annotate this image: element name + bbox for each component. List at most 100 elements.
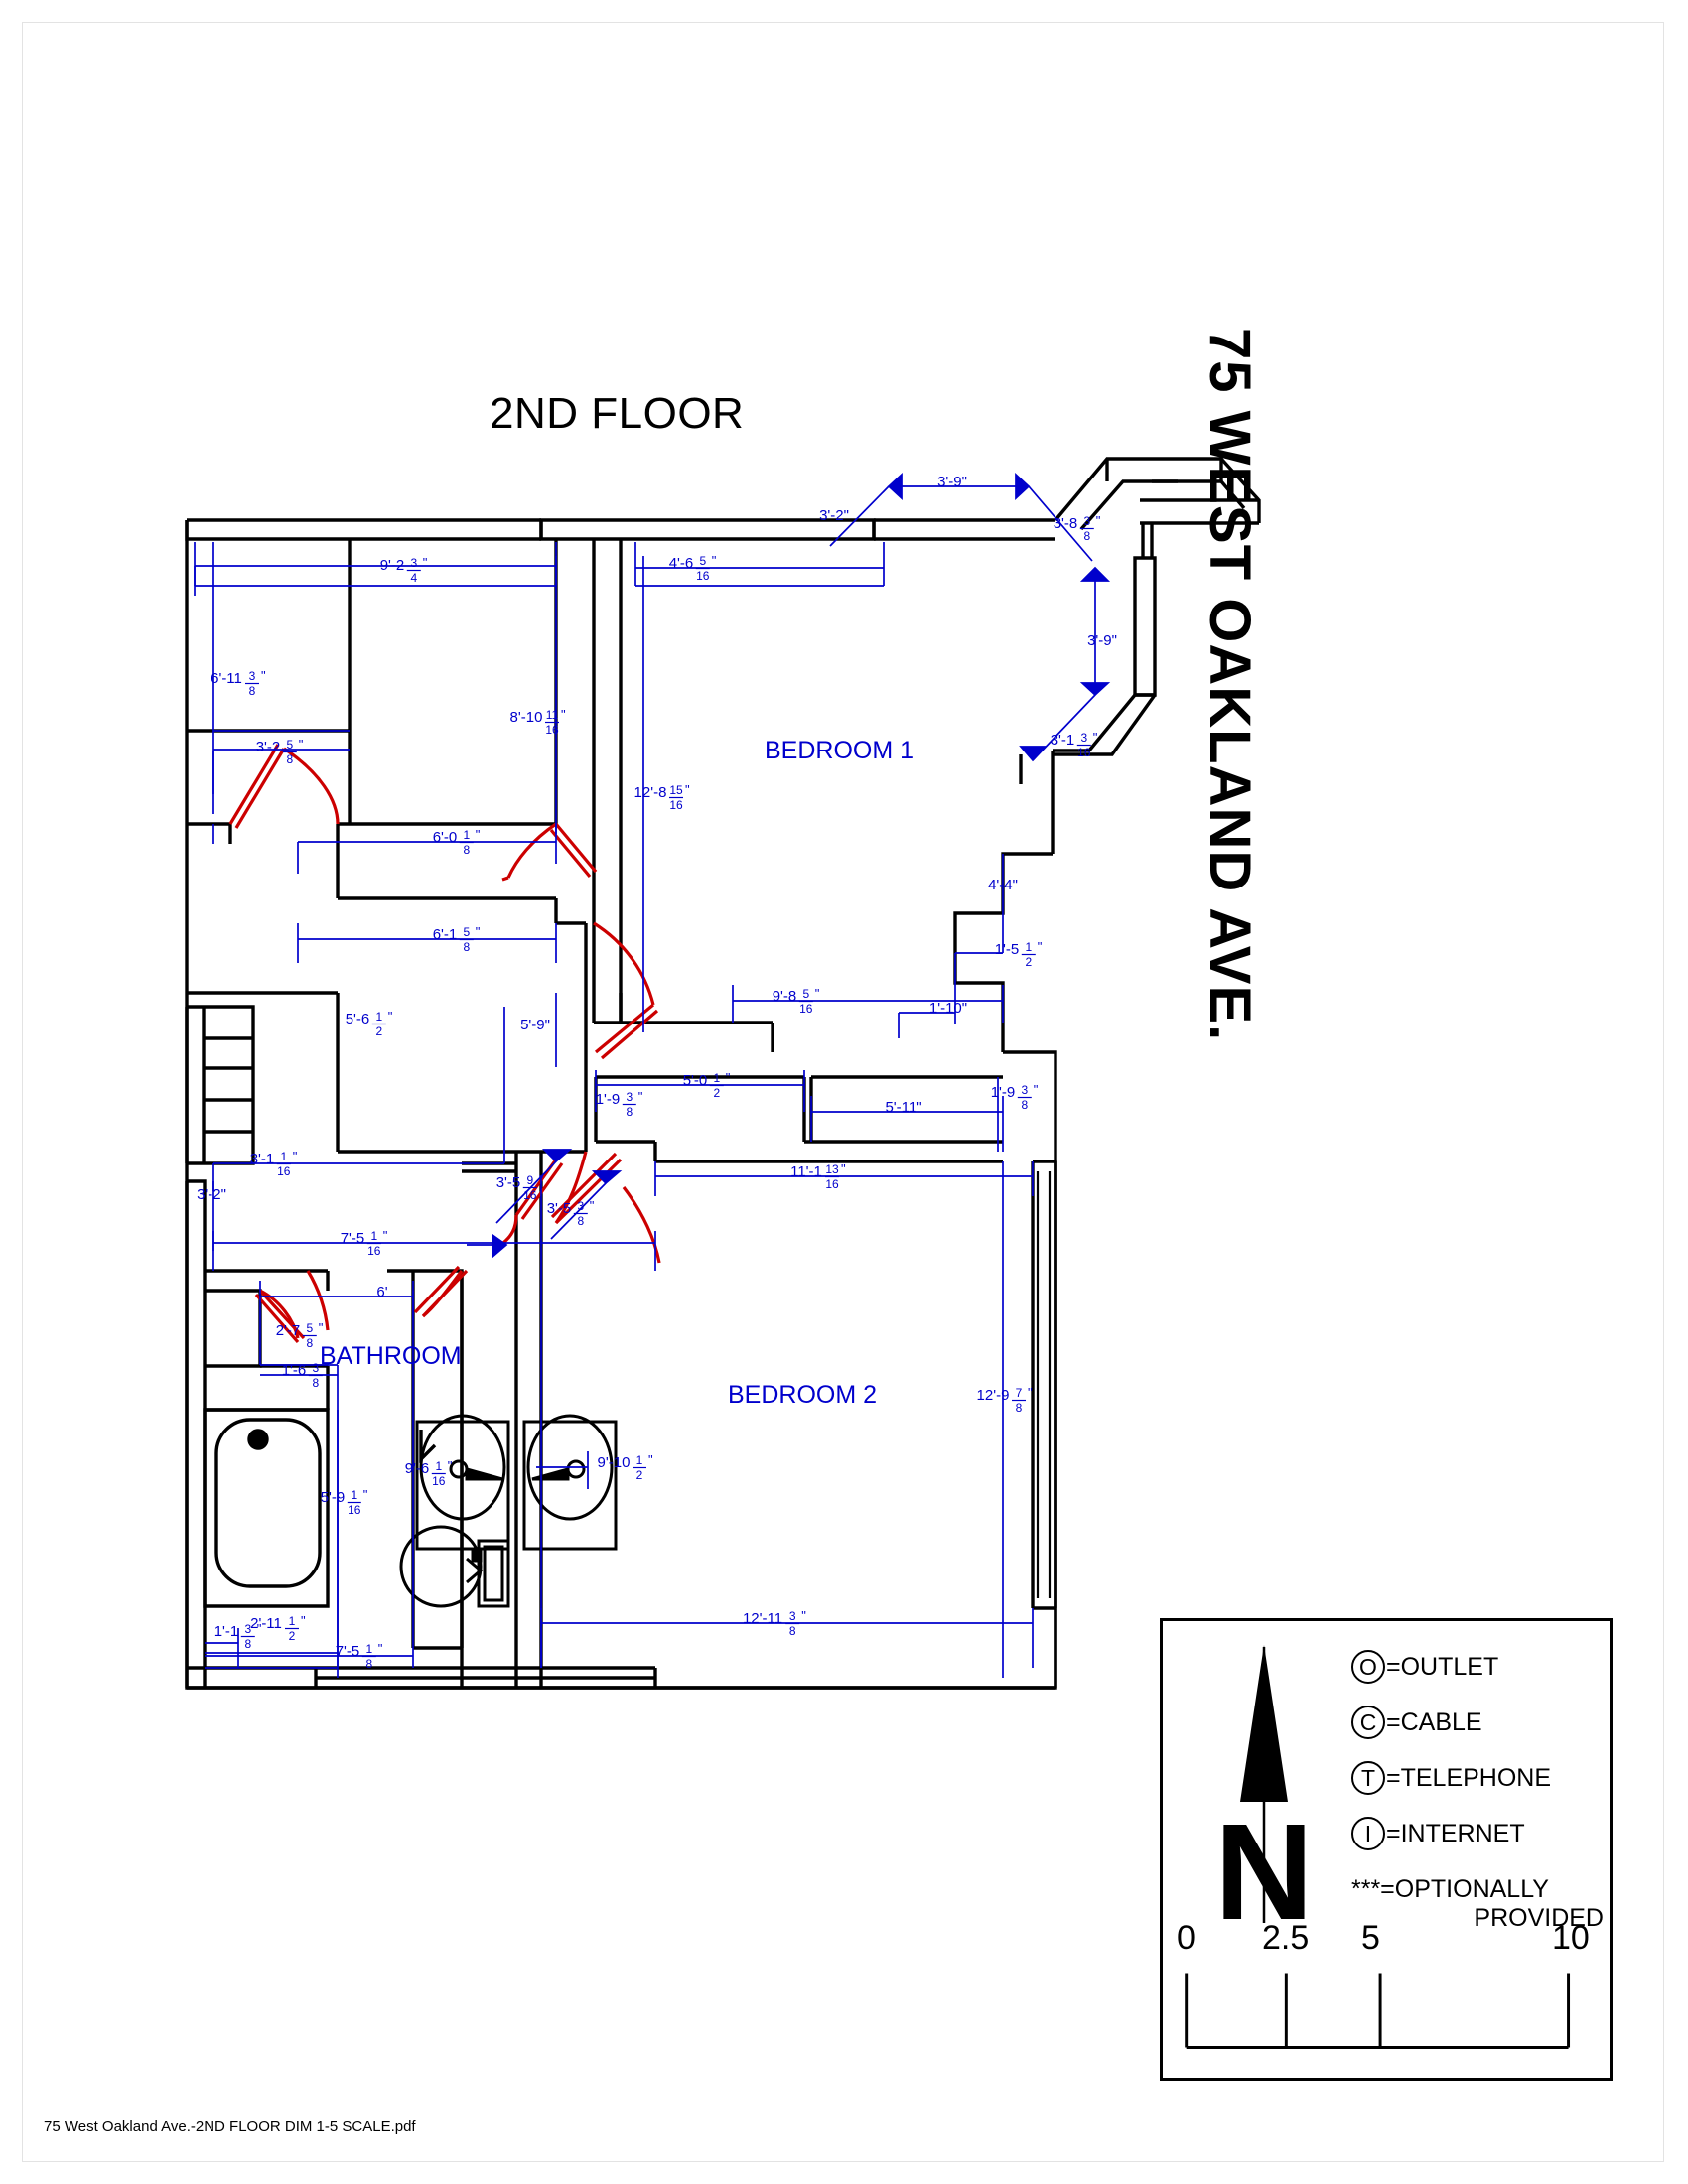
svg-text:1: 1 (463, 828, 470, 842)
svg-text:8: 8 (286, 752, 293, 766)
svg-text:": " (648, 1452, 653, 1467)
svg-text:8: 8 (365, 1657, 372, 1671)
svg-text:3: 3 (410, 556, 417, 570)
svg-text:1'-9: 1'-9 (596, 1091, 621, 1108)
dimension-label: 3'-8 38 " (1054, 513, 1101, 543)
svg-text:8: 8 (789, 1624, 796, 1638)
svg-text:": " (1096, 513, 1101, 528)
svg-text:3: 3 (1080, 731, 1087, 745)
svg-text:16: 16 (277, 1164, 291, 1178)
svg-text:": " (815, 986, 820, 1001)
dimension-label: 5'-9" (520, 1017, 550, 1033)
svg-text:": " (299, 737, 304, 751)
svg-text:3'-9": 3'-9" (937, 474, 967, 490)
c-symbol-icon: C (1351, 1706, 1385, 1739)
svg-text:11'-1: 11'-1 (790, 1163, 822, 1180)
svg-text:": " (712, 553, 717, 568)
svg-text:": " (423, 555, 428, 570)
svg-text:16: 16 (799, 1002, 813, 1016)
legend-label: =CABLE (1386, 1707, 1482, 1736)
dimension-label: 3'-2" (197, 1186, 226, 1203)
svg-text:16: 16 (825, 1177, 839, 1191)
svg-text:3: 3 (249, 669, 256, 683)
svg-text:3'-2": 3'-2" (819, 507, 849, 524)
svg-text:5'-9": 5'-9" (520, 1017, 550, 1033)
svg-text:15: 15 (669, 783, 683, 797)
file-caption: 75 West Oakland Ave.-2ND FLOOR DIM 1-5 S… (44, 2118, 416, 2135)
svg-text:13: 13 (825, 1162, 839, 1176)
svg-text:2: 2 (289, 1629, 296, 1643)
scale-tick-2-5: 2.5 (1262, 1919, 1310, 1957)
svg-text:": " (383, 1228, 388, 1243)
fixture-layer (399, 1414, 618, 1608)
svg-text:1'-10": 1'-10" (929, 1000, 967, 1017)
room-label-bedroom-1: BEDROOM 1 (765, 737, 914, 764)
room-label-bedroom-2: BEDROOM 2 (728, 1381, 878, 1409)
svg-text:": " (561, 707, 566, 722)
svg-text:1: 1 (1025, 940, 1032, 954)
svg-text:1: 1 (375, 1010, 382, 1024)
floor-title: 2ND FLOOR (490, 389, 745, 438)
svg-text:6'-0: 6'-0 (433, 829, 458, 846)
svg-text:2'-7: 2'-7 (276, 1322, 301, 1339)
i-symbol-icon: I (1351, 1817, 1385, 1850)
dimension-label: 4'-4" (988, 877, 1018, 893)
svg-text:16: 16 (696, 569, 710, 583)
svg-text:3: 3 (577, 1199, 584, 1213)
svg-text:6'-11: 6'-11 (211, 670, 242, 687)
svg-text:": " (638, 1089, 643, 1104)
svg-text:4'-6: 4'-6 (669, 555, 694, 572)
svg-text:16: 16 (523, 1188, 537, 1202)
svg-text:8: 8 (244, 1637, 251, 1651)
svg-text:5: 5 (286, 738, 293, 751)
svg-text:12'-9: 12'-9 (977, 1387, 1010, 1404)
svg-text:6'-1: 6'-1 (433, 926, 458, 943)
svg-text:3: 3 (1083, 514, 1090, 528)
room-label-bathroom: BATHROOM (320, 1342, 462, 1370)
svg-text:1: 1 (713, 1071, 720, 1085)
svg-text:": " (1034, 1082, 1039, 1097)
svg-text:8: 8 (1083, 529, 1090, 543)
svg-text:3'-1: 3'-1 (250, 1151, 275, 1167)
address-title: 75 WEST OAKLAND AVE. (1197, 328, 1262, 1042)
svg-text:7'-5: 7'-5 (336, 1643, 360, 1660)
scale-tick-5: 5 (1361, 1919, 1380, 1957)
scale-tick-10: 10 (1552, 1919, 1590, 1957)
svg-text:12'-8: 12'-8 (634, 784, 667, 801)
dimension-label: 3'-9" (1087, 632, 1117, 649)
svg-text:": " (539, 1172, 544, 1187)
svg-text:16: 16 (545, 723, 559, 737)
svg-text:8: 8 (249, 684, 256, 698)
north-letter: N (1214, 1796, 1314, 1933)
svg-text:3'-8: 3'-8 (1054, 515, 1078, 532)
svg-text:3'-2: 3'-2 (256, 739, 281, 755)
svg-text:3'-1: 3'-1 (1051, 732, 1075, 749)
svg-text:2'-11: 2'-11 (250, 1615, 282, 1632)
svg-text:8: 8 (626, 1105, 633, 1119)
svg-text:3'-9": 3'-9" (1087, 632, 1117, 649)
svg-text:5: 5 (306, 1321, 313, 1335)
svg-text:3: 3 (312, 1361, 319, 1375)
svg-text:16: 16 (348, 1503, 361, 1517)
svg-text:11: 11 (546, 708, 559, 722)
